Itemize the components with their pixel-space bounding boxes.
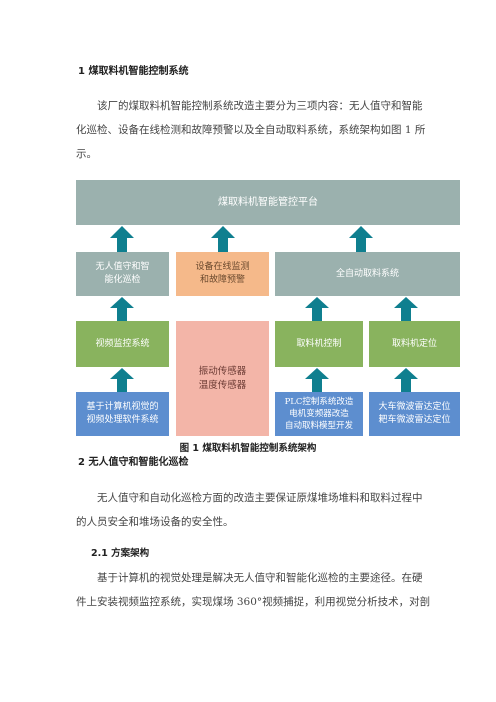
box-label: 全自动取料系统: [335, 268, 399, 279]
paragraph-line: 的人员安全和堆场设备的安全性。: [76, 516, 234, 528]
box-label: 耙车微波雷达定位: [378, 415, 451, 425]
video-monitoring-box: 视频监控系统: [76, 321, 169, 367]
up-arrow-icon: [110, 297, 134, 321]
box-label: PLC控制系统改造: [284, 397, 354, 407]
box-label: 取料机定位: [391, 338, 437, 349]
up-arrow-icon: [110, 368, 134, 392]
platform-box: 煤取料机智能管控平台: [76, 180, 460, 225]
section-heading-1: 1 煤取料机智能控制系统: [78, 66, 189, 77]
up-arrow-icon: [211, 226, 235, 252]
box-label: 温度传感器: [198, 379, 247, 391]
box-label: 设备在线监测: [195, 262, 250, 272]
box-label: 电机变频器改造: [289, 409, 349, 419]
box-label: 大车微波雷达定位: [378, 402, 451, 412]
up-arrow-icon: [394, 297, 418, 321]
paragraph-line: 该厂的煤取料机智能控制系统改造主要分为三项内容：无人值守和智能: [97, 100, 423, 112]
architecture-diagram: 煤取料机智能管控平台 无人值守和智 能化巡检 设备在线监测 和故障预警 全自动取…: [76, 180, 460, 436]
radar-positioning-box: 大车微波雷达定位 耙车微波雷达定位: [369, 392, 460, 436]
figure-caption: 图 1 煤取料机智能控制系统架构: [179, 443, 317, 454]
subsection-paragraph: 基于计算机的视觉处理是解决无人值守和智能化巡检的主要途径。在硬 件上安装视频监控…: [76, 566, 432, 614]
box-label: 基于计算机视觉的: [86, 402, 159, 412]
online-monitoring-box: 设备在线监测 和故障预警: [176, 252, 269, 296]
platform-label: 煤取料机智能管控平台: [218, 197, 318, 208]
box-label: 视频处理软件系统: [86, 415, 159, 425]
box-label: 能化巡检: [104, 275, 141, 285]
up-arrow-icon: [394, 368, 418, 392]
plc-control-box: PLC控制系统改造 电机变频器改造 自动取料模型开发: [275, 392, 363, 436]
box-label: 振动传感器: [198, 365, 247, 377]
reclaimer-control-box: 取料机控制: [275, 321, 363, 367]
auto-reclaim-box: 全自动取料系统: [275, 252, 460, 296]
up-arrow-icon: [305, 297, 329, 321]
paragraph-line: 件上安装视频监控系统，实现煤场 360°视频捕捉，利用视觉分析技术，对剖: [76, 596, 431, 608]
paragraph-line: 示。: [76, 148, 97, 160]
section-2-paragraph: 无人值守和自动化巡检方面的改造主要保证原煤堆场堆料和取料过程中 的人员安全和堆场…: [76, 486, 432, 534]
paragraph-line: 基于计算机的视觉处理是解决无人值守和智能化巡检的主要途径。在硬: [97, 572, 423, 584]
box-label: 自动取料模型开发: [284, 421, 353, 431]
reclaimer-positioning-box: 取料机定位: [369, 321, 460, 367]
box-label: 无人值守和智: [95, 262, 150, 272]
box-label: 取料机控制: [296, 338, 342, 349]
unmanned-inspection-box: 无人值守和智 能化巡检: [76, 252, 169, 296]
paragraph-line: 化巡检、设备在线检测和故障预警以及全自动取料系统，系统架构如图 1 所: [76, 124, 426, 136]
vision-software-box: 基于计算机视觉的 视频处理软件系统: [76, 392, 169, 436]
up-arrow-icon: [349, 226, 373, 252]
section-heading-2: 2 无人值守和智能化巡检: [78, 457, 189, 468]
sensors-box: 振动传感器 温度传感器: [176, 321, 269, 436]
box-label: 视频监控系统: [95, 338, 150, 349]
paragraph-line: 无人值守和自动化巡检方面的改造主要保证原煤堆场堆料和取料过程中: [97, 492, 423, 504]
box-label: 和故障预警: [199, 275, 245, 285]
up-arrow-icon: [305, 368, 329, 392]
subsection-heading: 2.1 方案架构: [91, 548, 150, 559]
section-1-paragraph: 该厂的煤取料机智能控制系统改造主要分为三项内容：无人值守和智能 化巡检、设备在线…: [76, 94, 432, 166]
up-arrow-icon: [110, 226, 134, 252]
